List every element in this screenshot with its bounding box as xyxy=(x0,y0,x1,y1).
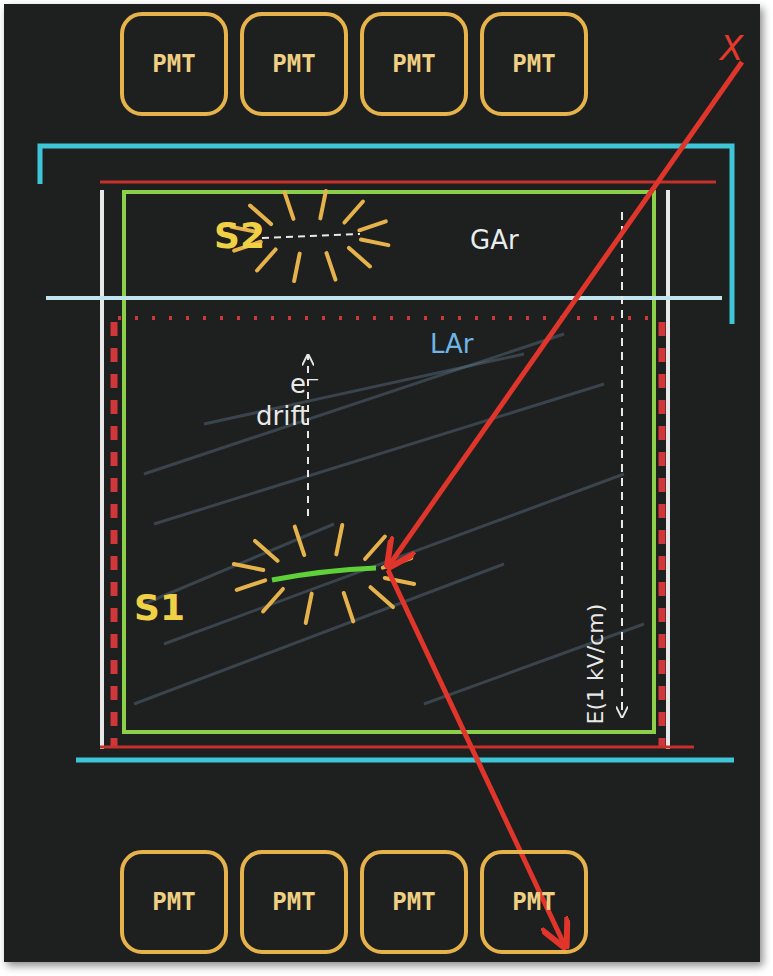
diagram-label: drift xyxy=(256,402,309,431)
light-ray xyxy=(294,254,300,281)
pmt-label: PMT xyxy=(392,888,435,916)
pmt-box: PMT xyxy=(240,850,348,954)
grid xyxy=(118,316,656,320)
diagram-label: S2 xyxy=(214,216,265,256)
chalk-stroke xyxy=(424,624,644,704)
pmt-box: PMT xyxy=(360,850,468,954)
pmt-label: PMT xyxy=(152,888,195,916)
chalk-stroke xyxy=(204,354,524,424)
diagram-label: GAr xyxy=(470,226,519,255)
particle-track xyxy=(388,570,564,944)
pmt-label: PMT xyxy=(512,888,555,916)
light-ray xyxy=(359,221,386,230)
light-ray xyxy=(385,578,414,584)
pmt-label: PMT xyxy=(512,50,555,78)
pmt-label: PMT xyxy=(272,50,315,78)
light-ray xyxy=(349,248,370,267)
diagram-label: X xyxy=(720,30,743,67)
pmt-label: PMT xyxy=(272,888,315,916)
diagram-label: LAr xyxy=(430,330,474,359)
light-ray xyxy=(336,525,342,554)
wall xyxy=(100,190,104,749)
pmt-box: PMT xyxy=(480,850,588,954)
pmt-box: PMT xyxy=(120,850,228,954)
red-line xyxy=(100,746,694,749)
wall xyxy=(666,190,670,749)
light-ray xyxy=(365,537,385,559)
s2-line xyxy=(262,234,360,238)
light-ray xyxy=(327,253,336,280)
light-ray xyxy=(306,594,312,623)
field-arrow xyxy=(621,212,623,716)
light-ray xyxy=(320,191,326,218)
light-ray xyxy=(237,580,265,590)
light-ray xyxy=(370,587,392,607)
light-ray xyxy=(361,240,388,246)
detector-illustration xyxy=(4,4,760,962)
light-ray xyxy=(285,192,294,219)
pmt-label: PMT xyxy=(392,50,435,78)
particle-track xyxy=(390,62,742,564)
cyan-line xyxy=(76,758,734,763)
light-ray xyxy=(263,589,283,611)
light-ray xyxy=(344,202,363,223)
field-cage xyxy=(111,322,118,746)
diagram-label: E(1 kV/cm) xyxy=(584,604,608,725)
light-ray xyxy=(295,527,305,555)
light-ray xyxy=(344,593,354,621)
light-ray xyxy=(255,541,277,561)
pmt-box: PMT xyxy=(240,12,348,116)
diagram-label: S1 xyxy=(134,588,185,628)
pmt-label: PMT xyxy=(152,50,195,78)
red-line xyxy=(100,181,716,184)
light-ray xyxy=(383,558,411,568)
diagram-label: e⁻ xyxy=(290,370,320,399)
s1-track xyxy=(272,568,376,580)
cyan-bracket xyxy=(40,146,732,324)
field-cage xyxy=(659,322,666,746)
green-box xyxy=(124,192,654,732)
chalkboard: PMT PMT PMT PMT PMT PMT PMT PMT X S2 GArLAr e⁻ drift… xyxy=(4,4,760,962)
pmt-box: PMT xyxy=(480,12,588,116)
chalk-stroke xyxy=(154,384,604,524)
pmt-box: PMT xyxy=(360,12,468,116)
pmt-box: PMT xyxy=(120,12,228,116)
liquid-surface xyxy=(46,296,722,300)
light-ray xyxy=(234,564,263,570)
